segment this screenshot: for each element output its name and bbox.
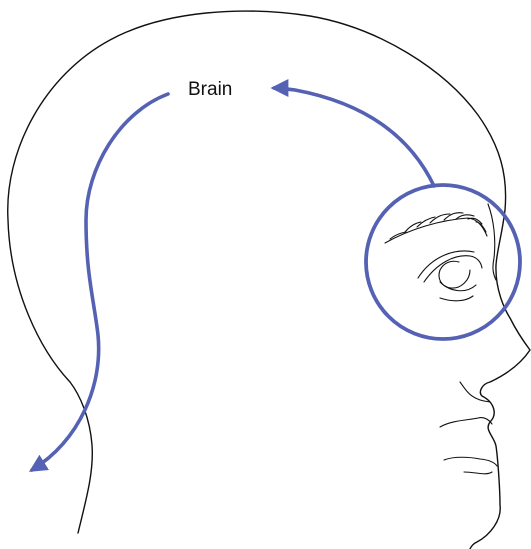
lower-eyelid — [440, 282, 476, 291]
head-outline — [8, 11, 530, 549]
lip-line — [444, 457, 497, 466]
upper-eyelid — [424, 256, 482, 282]
ear — [488, 204, 496, 280]
brain-label: Brain — [188, 79, 232, 100]
chin-line — [464, 472, 492, 474]
eye-iris — [439, 261, 470, 288]
eyebrow — [385, 218, 487, 243]
eye-to-brain-arrow — [274, 88, 434, 186]
nostril — [460, 382, 490, 402]
upper-lip-line — [440, 418, 492, 427]
eyelid-crease — [418, 251, 474, 278]
eye-bag — [440, 296, 473, 301]
brain-to-neck-arrow — [32, 94, 168, 470]
eyebrow-hairs — [390, 213, 486, 239]
